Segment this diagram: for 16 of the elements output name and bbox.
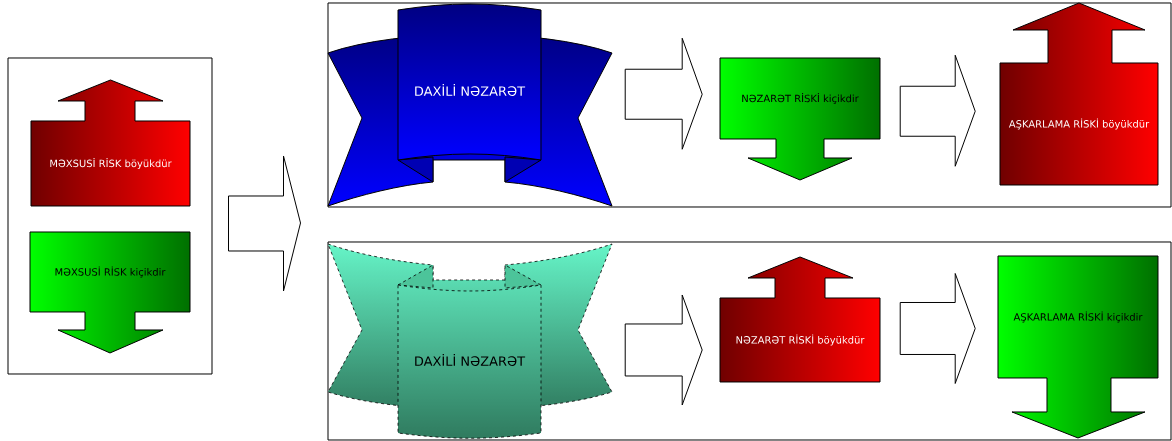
ribbon-banner: DAXİLİ NƏZARƏT	[327, 3, 613, 207]
panel-box	[327, 2, 1172, 208]
panel-box	[327, 241, 1172, 441]
arrow-box: MƏXSUSİ RİSK kiçikdir	[29, 231, 191, 354]
block-arrow	[899, 273, 976, 384]
block-arrow	[624, 294, 703, 406]
arrow-box: MƏXSUSİ RİSK böyükdür	[30, 79, 191, 207]
arrow-box: NƏZARƏT RİSKİ kiçikdir	[719, 57, 881, 181]
block-arrow	[899, 54, 976, 167]
ribbon-banner: DAXİLİ NƏZARƏT	[327, 243, 613, 439]
block-arrow	[228, 155, 301, 292]
arrow-box: AŞKARLAMA RİSKİ kiçikdir	[997, 255, 1159, 439]
arrow-box: AŞKARLAMA RİSKİ böyükdür	[999, 2, 1159, 186]
arrow-box: NƏZARƏT RİSKİ böyükdür	[719, 256, 881, 383]
panel-box	[7, 57, 213, 375]
block-arrow	[624, 37, 703, 150]
